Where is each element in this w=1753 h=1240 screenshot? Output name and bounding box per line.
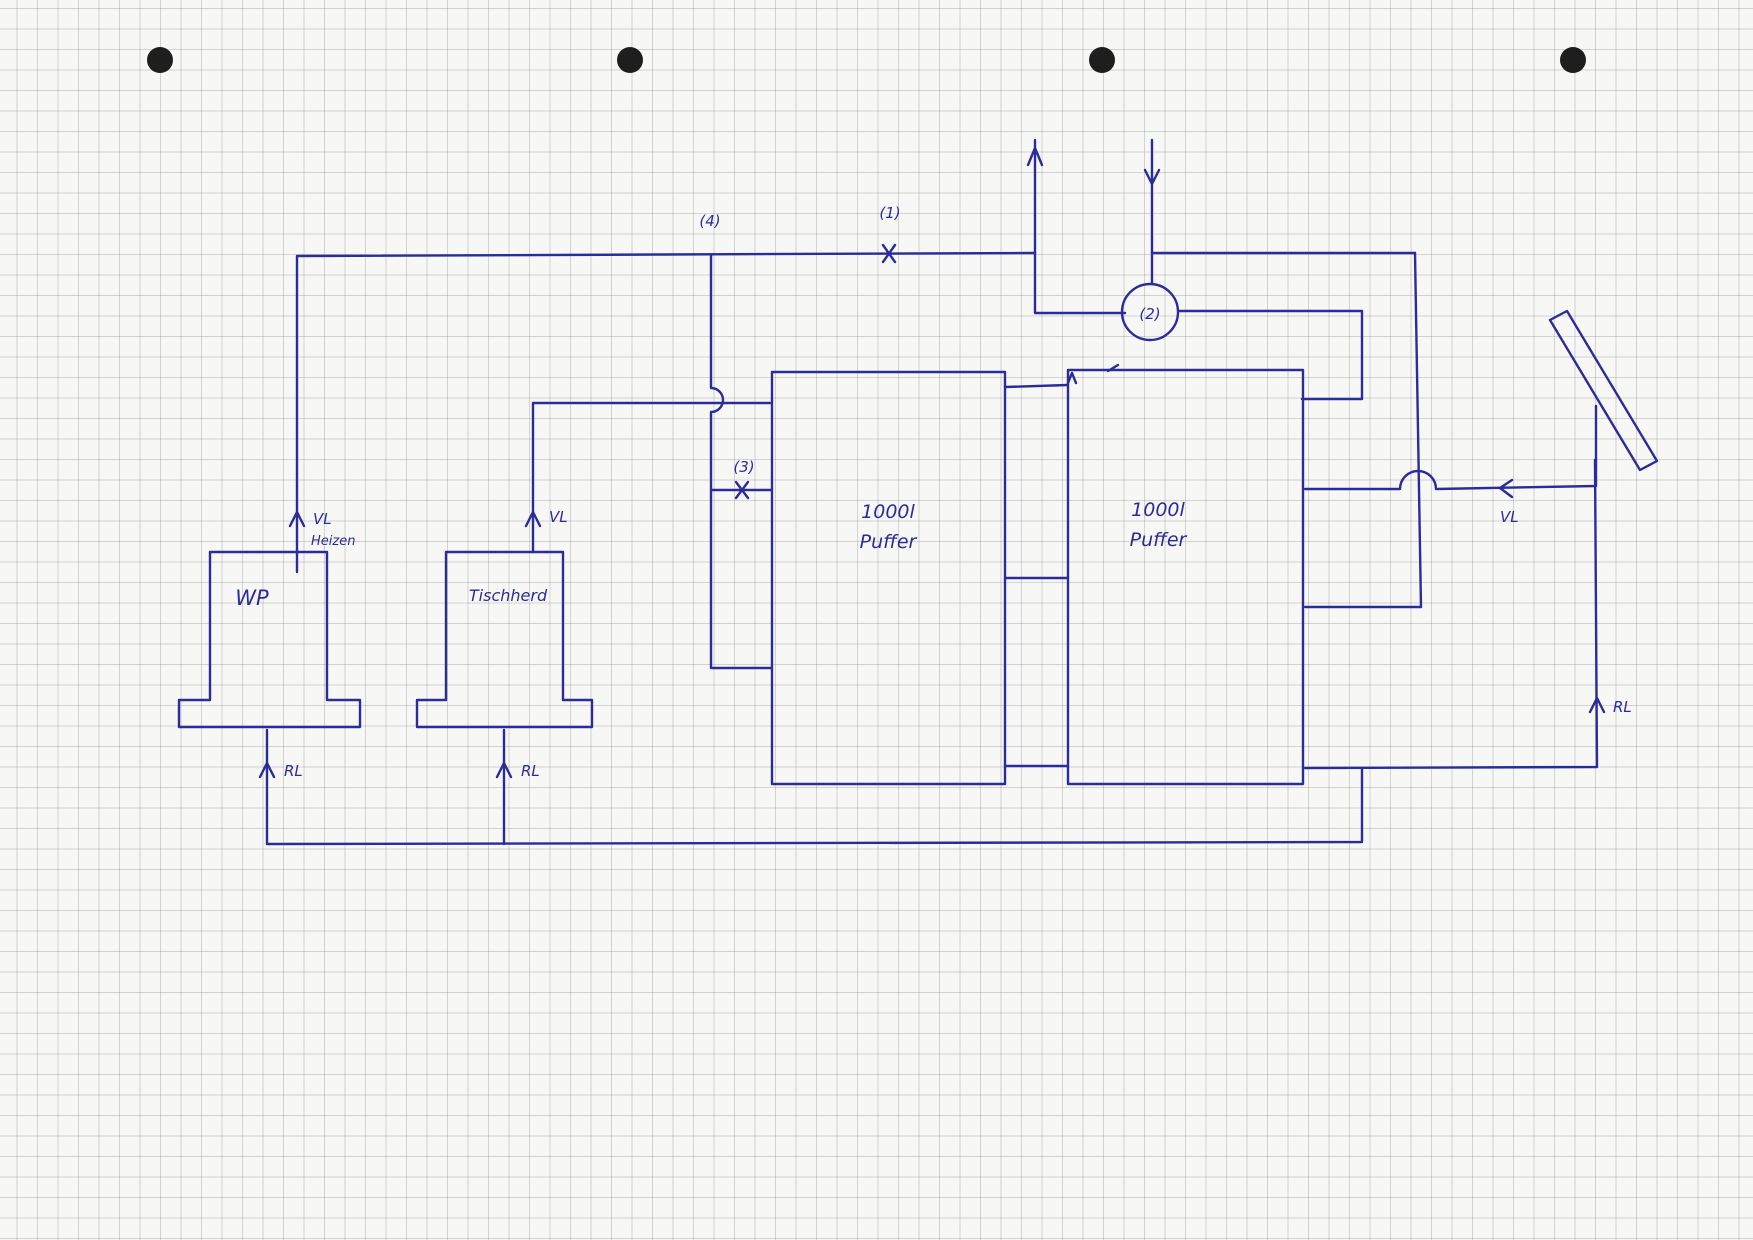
punch-hole-4: [1560, 47, 1586, 73]
hk-supply-arrow: [1026, 146, 1044, 167]
punch-hole-3: [1089, 47, 1115, 73]
hk-supply-pipe: [1033, 138, 1127, 315]
wp-heizen-label: Heizen: [311, 534, 355, 549]
solar-vl-pipe: [1303, 404, 1598, 491]
solar-collector-panel: [1548, 309, 1659, 472]
valve-3-cross: [734, 480, 750, 500]
marker-3-label: (3): [733, 458, 754, 476]
top-manifold-pipe: [295, 251, 1037, 574]
buffer-left-volume-label: 1000l: [861, 501, 915, 523]
buffer-link-top: [1003, 383, 1070, 389]
solar-rl-pipe: [1303, 458, 1599, 770]
solar-rl-label: RL: [1613, 698, 1632, 716]
valve-1-cross: [881, 243, 897, 264]
solar-rl-arrow: [1588, 696, 1606, 714]
tischherd-label: Tischherd: [469, 586, 548, 605]
wp-vl-arrow: [288, 510, 306, 528]
buffer-left-tank: [770, 370, 1007, 786]
tischherd-rl-label: RL: [521, 762, 540, 780]
buffer-right-volume-label: 1000l: [1131, 499, 1185, 521]
marker-1-label: (1): [879, 204, 900, 222]
buffer-right-word-label: Puffer: [1130, 529, 1188, 551]
bottom-return-pipe: [265, 767, 1364, 846]
marker-4-label: (4): [699, 212, 720, 230]
hk-return-arrow: [1143, 168, 1161, 186]
wp-rl-arrow: [258, 761, 276, 779]
solar-vl-arrow: [1498, 478, 1514, 499]
tischherd-rl-arrow: [495, 761, 513, 779]
buffer-right-tank: [1066, 368, 1305, 786]
pump-to-right-buffer-pipe: [1176, 309, 1364, 401]
wp-rl-label: RL: [284, 762, 303, 780]
buffer-right-mark: [1066, 371, 1078, 385]
tischherd-unit-body: [415, 550, 594, 729]
punch-hole-2: [617, 47, 643, 73]
punch-hole-1: [147, 47, 173, 73]
tischherd-vl-pipe: [531, 401, 772, 554]
tischherd-vl-arrow: [524, 510, 542, 528]
hk-return-pipe: [1150, 138, 1417, 255]
hk-return-to-buffer-pipe: [1303, 251, 1423, 609]
wp-unit-body: [177, 550, 362, 729]
wp-vl-label: VL: [313, 510, 332, 528]
branch-4-pipe: [709, 253, 774, 670]
buffer-left-word-label: Puffer: [860, 531, 918, 553]
tischherd-vl-label: VL: [549, 508, 568, 526]
wp-label: WP: [235, 586, 269, 610]
marker-2-label: (2): [1139, 305, 1160, 323]
solar-vl-label: VL: [1500, 508, 1519, 526]
